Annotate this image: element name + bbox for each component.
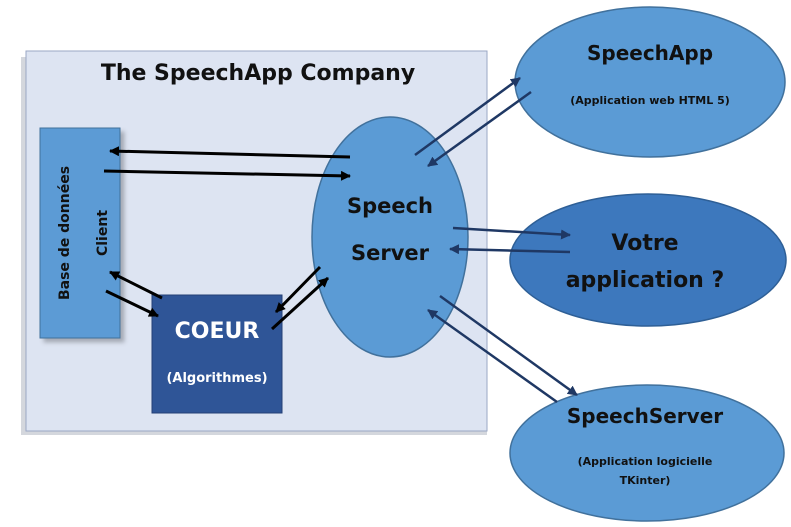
core-box: COEUR (Algorithmes): [151, 294, 283, 414]
arrow-server-to-speechapp: [414, 76, 521, 157]
speechapp-node: SpeechApp (Application web HTML 5): [514, 6, 786, 158]
speech-server-node: Speech Server: [311, 116, 469, 358]
internal-arrows: [103, 146, 351, 331]
arrow-speechapp-to-server: [427, 90, 532, 168]
speechserver-app-title: SpeechServer: [567, 404, 723, 428]
database-label-line2: Client: [95, 210, 111, 256]
speech-server-line1: Speech: [347, 194, 433, 218]
arrow-database-to-core: [105, 289, 159, 318]
votre-application-line1: Votre: [611, 231, 678, 256]
arrow-database-to-server: [103, 169, 351, 181]
arrow-server-to-speechserver: [439, 294, 578, 397]
speech-server-line2: Server: [351, 241, 430, 265]
external-arrows: [414, 76, 578, 404]
speechserver-app-subtitle-line2: TKinter): [620, 474, 671, 487]
speechserver-app-node: SpeechServer (Application logicielle TKi…: [509, 384, 785, 522]
arrow-server-to-votre-app: [452, 226, 571, 240]
arrow-core-to-server: [270, 276, 330, 331]
speechserver-app-subtitle-line1: (Application logicielle: [578, 455, 713, 468]
arrow-speechserver-to-server: [427, 308, 558, 404]
company-title: The SpeechApp Company: [101, 61, 415, 86]
arrow-server-to-core: [274, 265, 322, 314]
core-title: COEUR: [175, 319, 260, 344]
votre-application-line2: application ?: [566, 268, 725, 293]
database-box: Base de données Client: [39, 127, 121, 339]
speechapp-subtitle: (Application web HTML 5): [570, 94, 730, 107]
votre-application-node: Votre application ?: [509, 193, 787, 327]
core-subtitle: (Algorithmes): [166, 371, 267, 386]
arrow-core-to-database: [109, 270, 163, 300]
database-label-line1: Base de données: [57, 166, 73, 300]
arrow-server-to-database: [109, 146, 351, 159]
arrow-votre-app-to-server: [449, 244, 571, 255]
speechapp-title: SpeechApp: [587, 41, 713, 65]
